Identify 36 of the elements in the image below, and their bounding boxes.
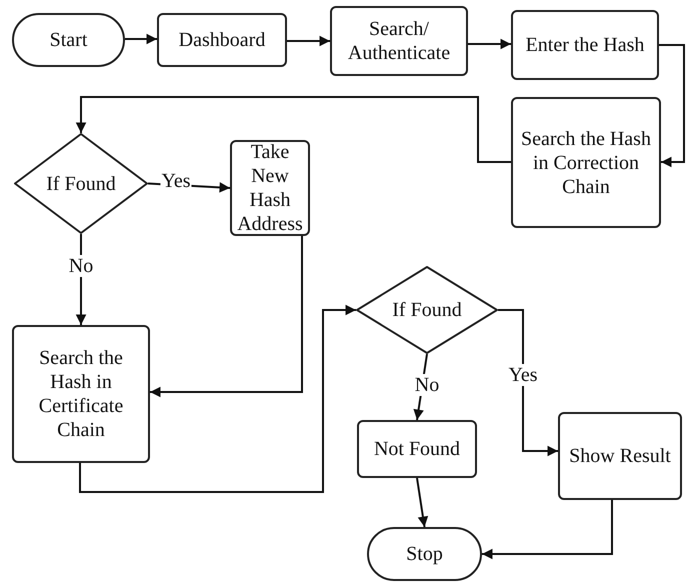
process-box bbox=[157, 13, 287, 67]
terminal-shape bbox=[12, 13, 125, 67]
node-label: If Found bbox=[392, 298, 462, 322]
node-label: Search the Hash in Certificate Chain bbox=[38, 346, 124, 442]
decision-diamond bbox=[356, 266, 498, 354]
arrow bbox=[79, 304, 356, 493]
node-label: Search the Hash in Correction Chain bbox=[520, 126, 652, 198]
node-label: Dashboard bbox=[178, 28, 266, 52]
arrow bbox=[76, 96, 511, 163]
process-box bbox=[357, 420, 477, 478]
decision-diamond bbox=[14, 133, 148, 234]
node-label: Stop bbox=[406, 542, 443, 566]
arrow bbox=[125, 34, 158, 44]
process-box bbox=[558, 412, 682, 500]
arrow bbox=[659, 44, 685, 168]
node-label: Search/ Authenticate bbox=[346, 17, 452, 65]
arrow bbox=[416, 478, 428, 528]
arrow bbox=[498, 309, 558, 456]
arrow bbox=[468, 38, 512, 50]
process-box bbox=[511, 10, 659, 80]
process-box bbox=[511, 97, 661, 228]
node-label: Not Found bbox=[374, 437, 460, 461]
arrow bbox=[482, 500, 613, 560]
terminal-shape bbox=[367, 527, 482, 581]
arrow bbox=[287, 36, 330, 46]
edge-label: No bbox=[68, 255, 94, 277]
node-label: Show Result bbox=[569, 444, 671, 468]
node-label: Start bbox=[50, 28, 88, 52]
arrow bbox=[150, 236, 303, 398]
process-box bbox=[12, 325, 150, 463]
node-label: Take New Hash Address bbox=[236, 140, 304, 236]
node-label: Enter the Hash bbox=[526, 33, 644, 57]
node-label: If Found bbox=[46, 172, 116, 196]
edge-label: No bbox=[414, 374, 440, 396]
edge-label: Yes bbox=[507, 364, 539, 386]
process-box bbox=[330, 6, 468, 76]
